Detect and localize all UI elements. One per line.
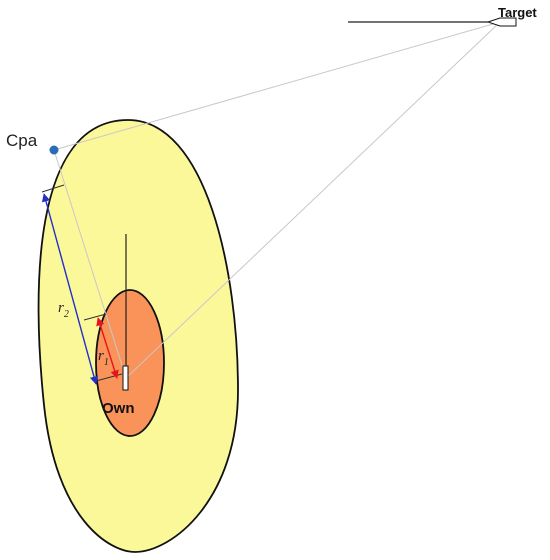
target-label: Target xyxy=(498,5,537,20)
r1-label: r1 xyxy=(98,348,109,368)
r2-label: r2 xyxy=(58,300,69,320)
cpa-point xyxy=(49,145,59,155)
own-label: Own xyxy=(102,400,135,417)
own-ship-icon xyxy=(122,365,129,391)
sight-line-target-to-own xyxy=(125,21,501,379)
r2-arrow xyxy=(41,193,99,385)
sight-line-target-to-cpa xyxy=(53,21,501,151)
target-ship-icon xyxy=(486,17,517,27)
r2-tick-upper xyxy=(41,184,65,193)
cpa-label: Cpa xyxy=(6,131,38,150)
r1-arrow xyxy=(96,317,119,379)
